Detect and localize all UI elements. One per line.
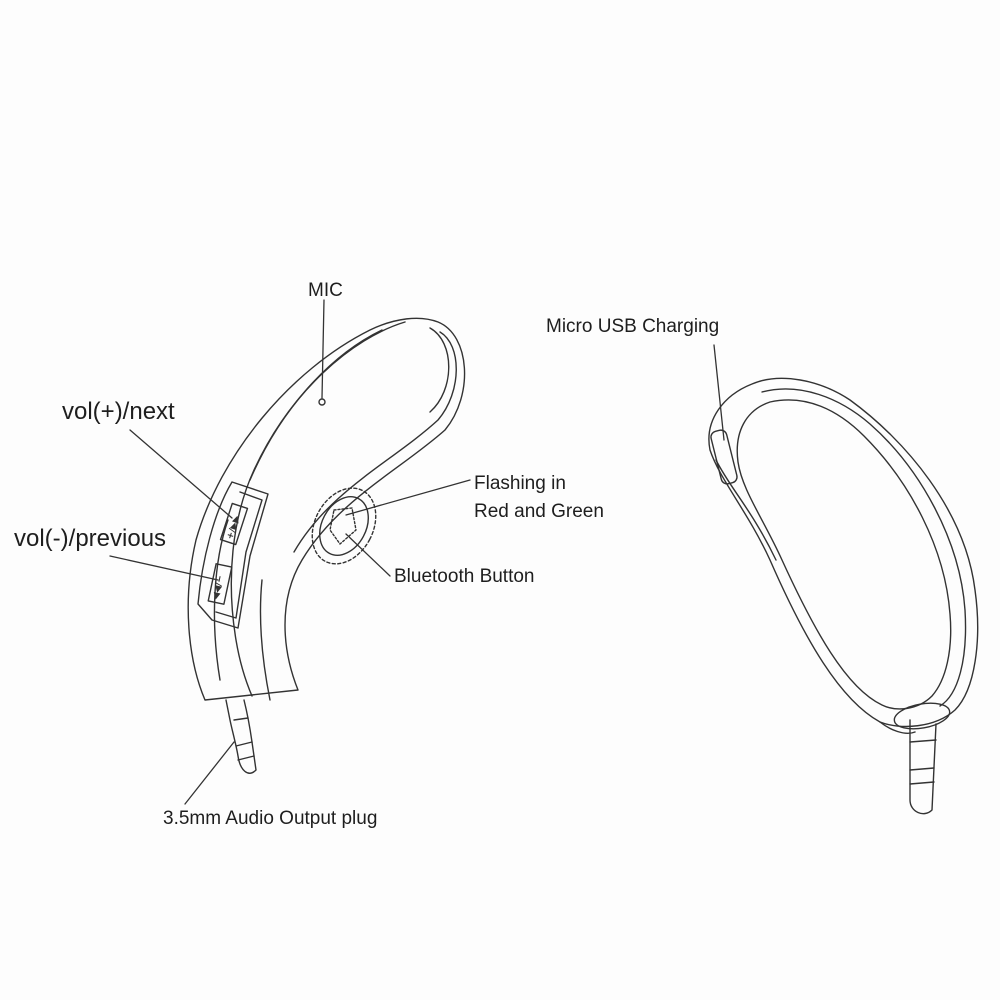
plug-leader [184, 741, 235, 805]
bluetooth-leader [345, 533, 391, 577]
flashing-label-line2: Red and Green [474, 501, 604, 522]
right-device-body [708, 377, 979, 728]
micro-usb-port [710, 429, 738, 485]
vol-down-label: vol(-)/previous [14, 525, 167, 552]
usb-leader [713, 344, 725, 441]
vol-up-label: vol(+)/next [62, 398, 175, 425]
left-device-front-view [187, 317, 466, 774]
flashing-label-line1: Flashing in [474, 473, 566, 494]
left-audio-plug [225, 699, 257, 774]
leader-lines [109, 299, 725, 805]
vol-down-button [207, 563, 233, 605]
mic-hole [318, 398, 326, 406]
vol-up-button [219, 502, 249, 546]
micro-usb-label: Micro USB Charging [546, 316, 720, 337]
audio-plug-label: 3.5mm Audio Output plug [163, 808, 378, 829]
indicator-led [329, 507, 357, 545]
vol-up-leader [129, 429, 233, 519]
volume-button-housing [197, 481, 269, 629]
mic-label: MIC [308, 280, 343, 301]
flashing-leader [345, 479, 471, 516]
bluetooth-button-label: Bluetooth Button [394, 566, 535, 587]
right-audio-plug [909, 719, 937, 815]
bluetooth-button [311, 487, 377, 565]
right-device-back-view [708, 377, 979, 815]
vol-down-leader [109, 555, 219, 581]
mic-leader [321, 299, 325, 399]
flashing-label: Flashing in Red and Green [474, 470, 604, 526]
